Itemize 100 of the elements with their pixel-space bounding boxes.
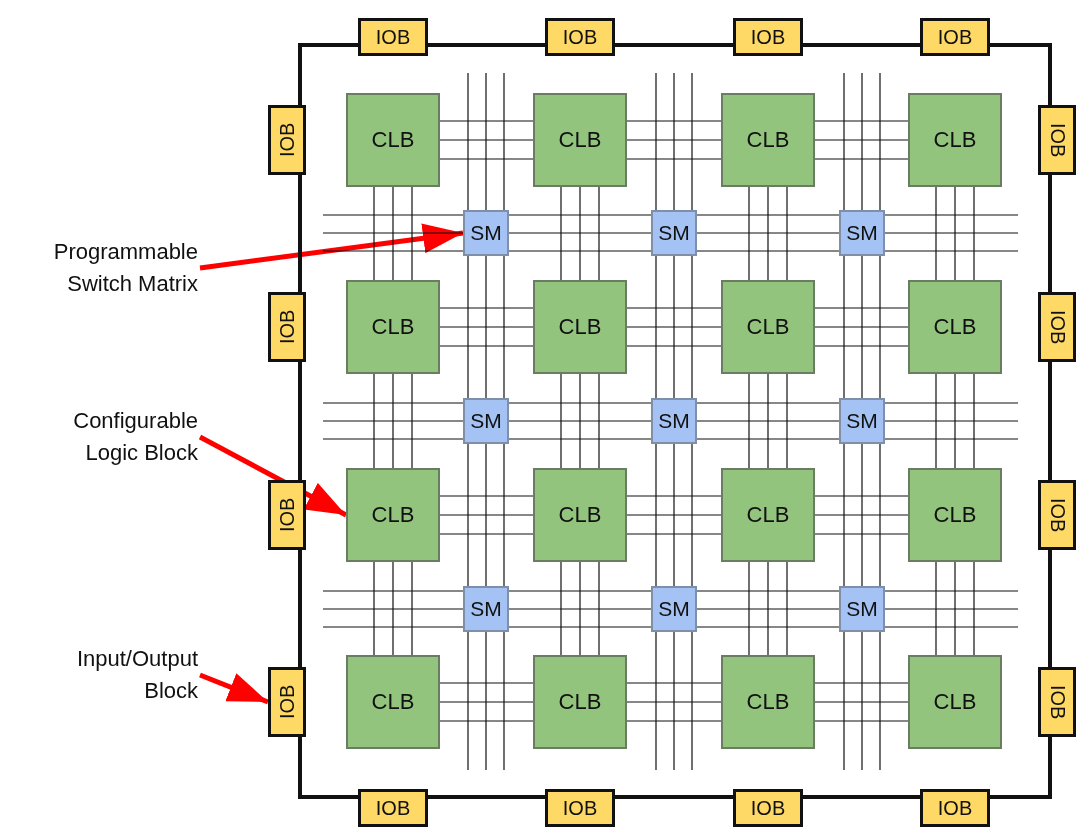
logic-block: CLB — [533, 93, 627, 187]
io-block: IOB — [1038, 667, 1076, 737]
logic-block: CLB — [346, 655, 440, 749]
routing-wires — [373, 373, 413, 469]
chip-outline-segment — [298, 550, 302, 667]
chip-outline-segment — [298, 175, 302, 292]
logic-block: CLB — [533, 655, 627, 749]
routing-wires — [560, 186, 600, 281]
logic-block: CLB — [908, 468, 1002, 562]
chip-outline-segment — [803, 43, 920, 47]
routing-wires — [748, 373, 788, 469]
chip-outline-segment — [428, 43, 545, 47]
io-block: IOB — [545, 18, 615, 56]
io-block: IOB — [268, 480, 306, 550]
logic-block: CLB — [721, 468, 815, 562]
logic-block: CLB — [721, 93, 815, 187]
io-block: IOB — [545, 789, 615, 827]
routing-wires — [439, 120, 534, 160]
routing-wires — [626, 495, 722, 535]
logic-block: CLB — [908, 93, 1002, 187]
routing-wires — [467, 631, 505, 771]
switch-matrix-box: SM — [839, 398, 885, 444]
routing-wires — [843, 631, 881, 771]
chip-outline-segment — [428, 795, 545, 799]
routing-wires — [655, 72, 693, 211]
switch-matrix-box: SM — [463, 586, 509, 632]
chip-outline-segment — [990, 737, 1052, 799]
chip-outline-segment — [1048, 550, 1052, 667]
logic-block: CLB — [346, 280, 440, 374]
io-block: IOB — [1038, 480, 1076, 550]
routing-wires — [322, 590, 464, 628]
logic-block: CLB — [533, 280, 627, 374]
routing-wires — [626, 307, 722, 347]
routing-wires — [373, 561, 413, 656]
switch-matrix-box: SM — [839, 586, 885, 632]
chip-outline-segment — [615, 43, 733, 47]
routing-wires — [560, 373, 600, 469]
routing-wires — [439, 307, 534, 347]
routing-wires — [884, 402, 1019, 440]
io-block: IOB — [358, 789, 428, 827]
routing-wires — [467, 443, 505, 587]
callout-label: Configurable Logic Block — [38, 405, 198, 469]
callout-label: Input/Output Block — [38, 643, 198, 707]
routing-wires — [748, 561, 788, 656]
logic-block: CLB — [721, 280, 815, 374]
switch-matrix-box: SM — [651, 398, 697, 444]
routing-wires — [843, 255, 881, 399]
chip-outline-segment — [990, 43, 1052, 105]
routing-wires — [884, 590, 1019, 628]
routing-wires — [467, 255, 505, 399]
routing-wires — [439, 495, 534, 535]
routing-wires — [373, 186, 413, 281]
routing-wires — [843, 443, 881, 587]
routing-wires — [626, 682, 722, 722]
chip-outline-segment — [1048, 362, 1052, 480]
routing-wires — [467, 72, 505, 211]
routing-wires — [655, 443, 693, 587]
routing-wires — [935, 561, 975, 656]
routing-wires — [935, 373, 975, 469]
io-block: IOB — [358, 18, 428, 56]
routing-wires — [748, 186, 788, 281]
logic-block: CLB — [721, 655, 815, 749]
switch-matrix-box: SM — [463, 210, 509, 256]
chip-outline-segment — [1048, 175, 1052, 292]
io-block: IOB — [920, 789, 990, 827]
logic-block: CLB — [346, 93, 440, 187]
routing-wires — [322, 214, 464, 252]
logic-block: CLB — [346, 468, 440, 562]
routing-wires — [655, 255, 693, 399]
io-block: IOB — [268, 667, 306, 737]
routing-wires — [814, 307, 909, 347]
switch-matrix-box: SM — [463, 398, 509, 444]
switch-matrix-box: SM — [651, 586, 697, 632]
routing-wires — [626, 120, 722, 160]
io-block: IOB — [733, 18, 803, 56]
routing-wires — [884, 214, 1019, 252]
chip-outline-segment — [615, 795, 733, 799]
routing-wires — [935, 186, 975, 281]
routing-wires — [696, 590, 840, 628]
leader-arrow — [199, 223, 464, 271]
routing-wires — [814, 120, 909, 160]
logic-block: CLB — [908, 280, 1002, 374]
chip-outline-segment — [298, 362, 302, 480]
logic-block: CLB — [533, 468, 627, 562]
io-block: IOB — [733, 789, 803, 827]
io-block: IOB — [920, 18, 990, 56]
routing-wires — [655, 631, 693, 771]
logic-block: CLB — [908, 655, 1002, 749]
routing-wires — [843, 72, 881, 211]
routing-wires — [696, 214, 840, 252]
routing-wires — [322, 402, 464, 440]
io-block: IOB — [1038, 292, 1076, 362]
io-block: IOB — [268, 105, 306, 175]
routing-wires — [814, 682, 909, 722]
chip-outline-segment — [298, 737, 358, 799]
callout-label: Programmable Switch Matrix — [38, 236, 198, 300]
chip-outline-segment — [803, 795, 920, 799]
routing-wires — [439, 682, 534, 722]
leader-arrow — [199, 672, 269, 705]
routing-wires — [560, 561, 600, 656]
